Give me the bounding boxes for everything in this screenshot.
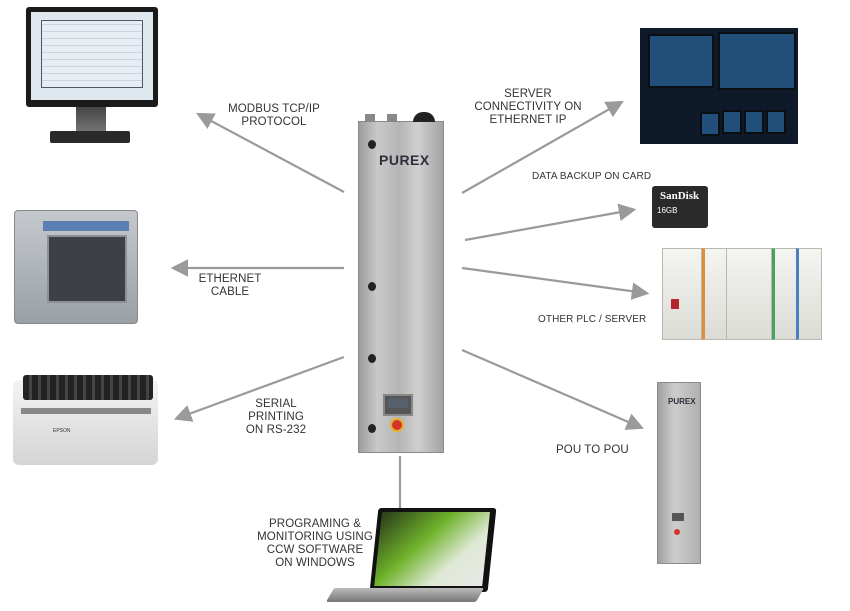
paper-slot (21, 408, 151, 414)
server-screen (722, 110, 742, 134)
plc-module (662, 248, 702, 340)
panel-screen (47, 235, 127, 303)
hmi-screen (388, 398, 408, 408)
label-line: PROGRAMING & (269, 518, 361, 530)
sd-card: SanDisk 16GB (652, 186, 708, 228)
scada-monitor (26, 7, 158, 107)
process-diagram-icon (41, 20, 143, 88)
port-hole (368, 424, 376, 433)
label-line: CABLE (210, 286, 250, 298)
paper-feed (23, 375, 153, 400)
laptop (325, 508, 497, 606)
plc-module (702, 248, 728, 340)
brand-text: PUREX (668, 397, 696, 406)
label-data-backup: DATA BACKUP ON CARD (532, 170, 682, 183)
server-screen (766, 110, 786, 134)
label-other-plc: OTHER PLC / SERVER (538, 313, 658, 326)
indicator-icon (671, 299, 679, 309)
plc-rack (662, 248, 825, 340)
arrow-other-plc (461, 266, 650, 300)
emergency-stop-button (390, 418, 404, 432)
plc-module (772, 248, 798, 340)
control-room-servers (640, 28, 798, 144)
label-line: ON RS-232 (245, 424, 307, 436)
hmi-display (672, 513, 684, 521)
label-serial-printing: SERIAL PRINTING ON RS-232 (236, 398, 316, 437)
label-line: CONNECTIVITY ON (474, 101, 582, 113)
label-line: MONITORING USING (257, 531, 373, 543)
plc-module (726, 248, 772, 340)
server-screen (648, 34, 714, 88)
arrow-modbus (196, 112, 345, 193)
monitor-base (50, 131, 130, 143)
sd-brand: SanDisk (660, 190, 700, 202)
server-screen (700, 112, 720, 136)
arrow-serial-printing (173, 355, 345, 422)
dot-matrix-printer: EPSON (13, 375, 158, 465)
label-line: DATA BACKUP ON CARD (532, 171, 652, 182)
label-line: ETHERNET IP (489, 114, 567, 126)
plc-module (796, 248, 822, 340)
label-line: MODBUS TCP/IP (228, 103, 320, 115)
port-hole (368, 282, 376, 291)
monitor-screen (31, 12, 153, 100)
monitor-stand (76, 107, 106, 133)
label-line: PRINTING (248, 411, 304, 423)
laptop-lid (369, 508, 497, 592)
pou-cabinet: PUREX (657, 382, 701, 564)
label-line: ON WINDOWS (275, 557, 355, 569)
server-screen (744, 110, 764, 134)
laptop-screen (374, 512, 490, 586)
fan-icon (413, 112, 435, 122)
hmi-display (383, 394, 413, 416)
server-screen (718, 32, 796, 90)
label-server: SERVER CONNECTIVITY ON ETHERNET IP (468, 88, 588, 127)
arrow-data-backup (464, 203, 637, 242)
label-line: OTHER PLC / SERVER (538, 314, 647, 325)
port-hole (368, 354, 376, 363)
sd-capacity: 16GB (657, 206, 678, 215)
label-line: SERVER (504, 88, 552, 100)
label-ethernet-cable: ETHERNET CABLE (192, 273, 268, 299)
label-line: SERIAL (255, 398, 297, 410)
port-hole (368, 140, 376, 149)
touch-panel-hmi (14, 210, 138, 324)
label-pou-to-pou: POU TO POU (556, 444, 656, 457)
label-modbus: MODBUS TCP/IP PROTOCOL (214, 103, 334, 129)
fitting-icon (387, 114, 397, 122)
fitting-icon (365, 114, 375, 122)
arrow-pou-to-pou (461, 348, 645, 430)
arrow-server (461, 100, 624, 194)
label-line: PROTOCOL (241, 116, 307, 128)
label-line: POU TO POU (556, 444, 629, 456)
printer-brand: EPSON (53, 428, 71, 434)
panel-header (43, 221, 129, 231)
brand-text: PUREX (379, 152, 430, 168)
brand-logo: PUREX (379, 152, 430, 168)
label-line: ETHERNET (198, 273, 262, 285)
laptop-keyboard (325, 588, 485, 602)
label-programming: PROGRAMING & MONITORING USING CCW SOFTWA… (250, 518, 380, 570)
label-line: CCW SOFTWARE (266, 544, 364, 556)
emergency-stop-button (674, 529, 680, 535)
purex-cabinet: PUREX (358, 112, 444, 453)
